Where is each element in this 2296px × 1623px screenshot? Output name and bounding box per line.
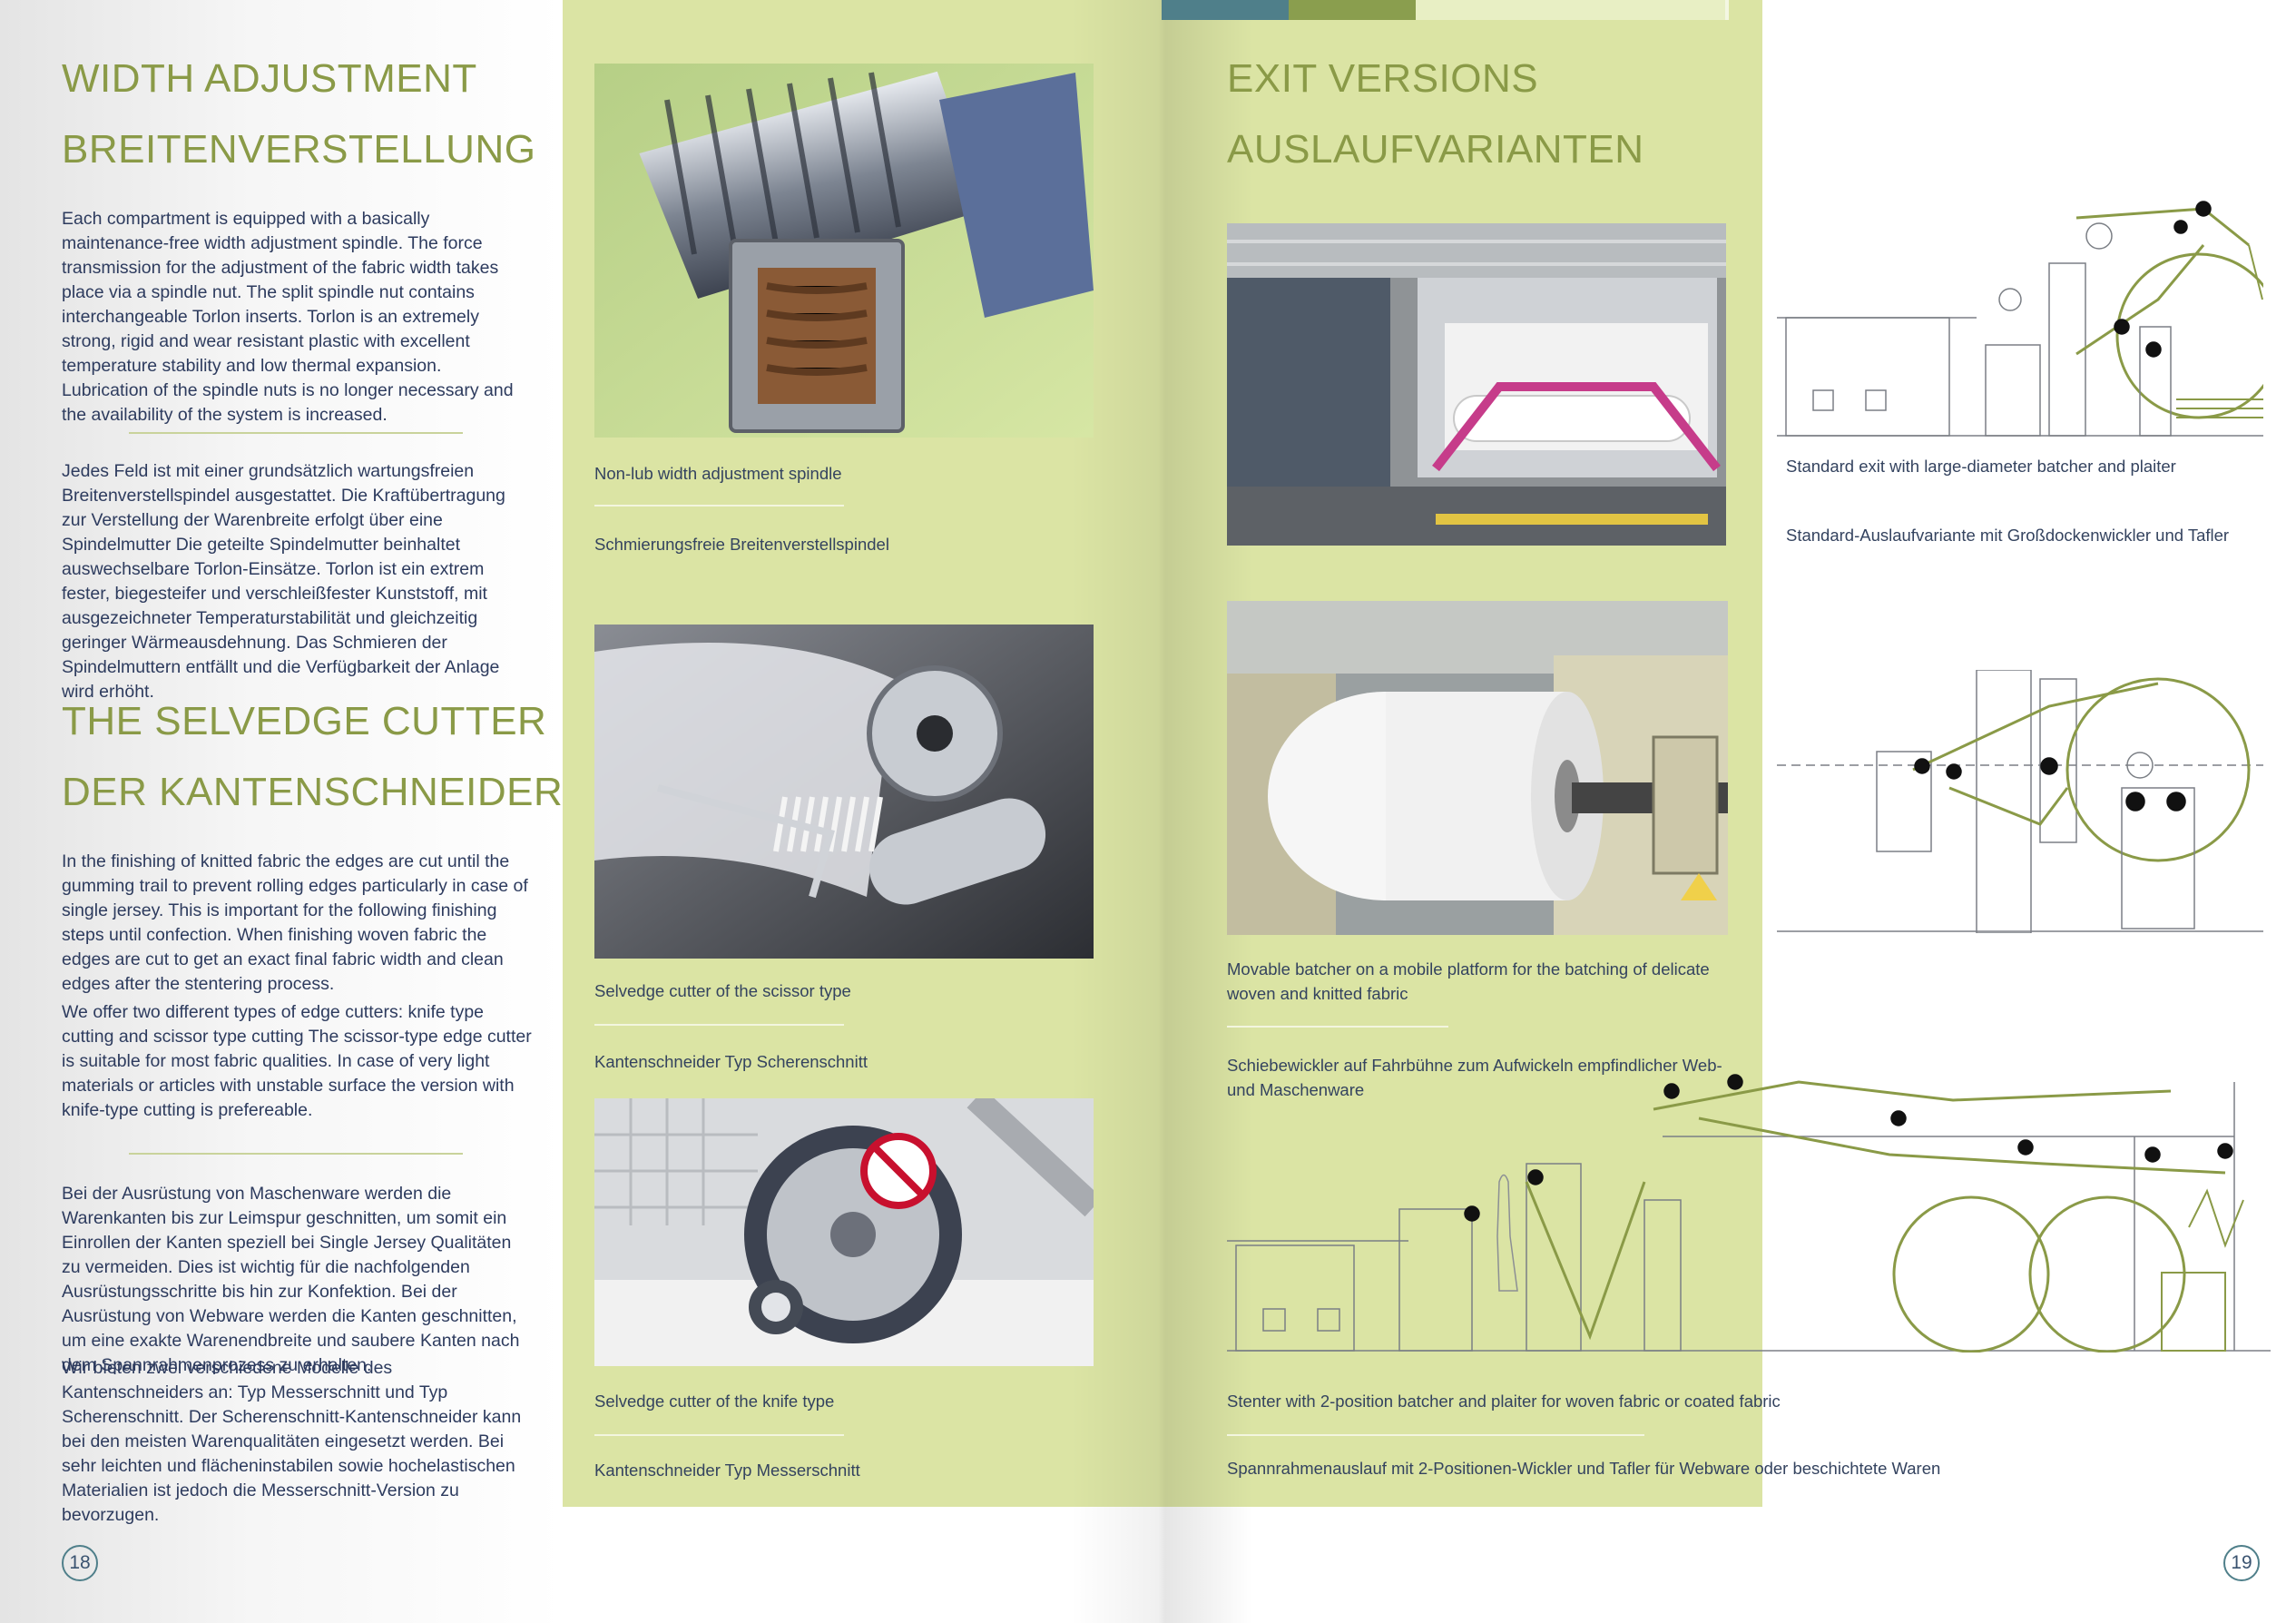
batcher-caption-en: Movable batcher on a mobile platform for…	[1227, 959, 1710, 1003]
tab-blue	[1162, 0, 1289, 20]
scissor-cutter-photo	[594, 625, 1094, 959]
width-heading-de: BREITENVERSTELLUNG	[62, 127, 536, 172]
page-number-left: 18	[62, 1545, 98, 1581]
caption-divider-5	[1227, 1434, 1644, 1436]
caption-divider-2	[594, 1024, 844, 1026]
scissor-caption-en: Selvedge cutter of the scissor type	[594, 981, 851, 1000]
selvedge-text-en-1: In the finishing of knitted fabric the e…	[62, 851, 528, 994]
roll-batcher-photo	[1227, 601, 1728, 935]
selvedge-heading-de: DER KANTENSCHNEIDER	[62, 770, 564, 814]
stenter-caption-en: Stenter with 2-position batcher and plai…	[1227, 1392, 1781, 1411]
spindle-caption-de: Schmierungsfreie Breitenverstellspindel	[594, 535, 889, 554]
standard-exit-caption-en: Standard exit with large-diameter batche…	[1786, 457, 2176, 476]
caption-divider-1	[594, 505, 844, 507]
selvedge-text-en-2: We offer two different types of edge cut…	[62, 1002, 532, 1120]
selvedge-text-de-2: Wir bieten zwei verschiedene Modelle des…	[62, 1358, 522, 1525]
exit-heading-en: EXIT VERSIONS	[1227, 56, 1539, 101]
knife-cutter-photo	[594, 1098, 1094, 1366]
knife-caption-en: Selvedge cutter of the knife type	[594, 1392, 835, 1411]
divider-1	[129, 432, 463, 434]
exit-heading-de: AUSLAUFVARIANTEN	[1227, 127, 1644, 172]
scissor-caption-de: Kantenschneider Typ Scherenschnitt	[594, 1052, 868, 1071]
width-heading-en: WIDTH ADJUSTMENT	[62, 56, 477, 101]
tab-green	[1289, 0, 1416, 20]
tab-light	[1416, 0, 1729, 20]
selvedge-heading-en: THE SELVEDGE CUTTER	[62, 699, 547, 743]
batcher-machine-drawing	[1777, 670, 2263, 933]
caption-divider-3	[594, 1434, 844, 1436]
factory-hall-photo	[1227, 223, 1726, 546]
caption-divider-4	[1227, 1026, 1448, 1028]
spindle-photo	[594, 64, 1094, 438]
page-number-right: 19	[2223, 1545, 2260, 1581]
spindle-caption-en: Non-lub width adjustment spindle	[594, 464, 842, 483]
width-text-en: Each compartment is equipped with a basi…	[62, 209, 514, 425]
divider-2	[129, 1153, 463, 1155]
stenter-line-drawing	[1227, 1064, 2271, 1352]
knife-caption-de: Kantenschneider Typ Messerschnitt	[594, 1461, 860, 1480]
selvedge-text-de-1: Bei der Ausrüstung von Maschenware werde…	[62, 1184, 520, 1375]
left-page-background	[0, 0, 563, 1623]
stenter-caption-de: Spannrahmenauslauf mit 2-Positionen-Wick…	[1227, 1459, 1941, 1478]
standard-exit-caption-de: Standard-Auslaufvariante mit Großdockenw…	[1786, 526, 2230, 545]
batcher-caption-de: Schiebewickler auf Fahrbühne zum Aufwick…	[1227, 1056, 1722, 1099]
standard-exit-drawing	[1777, 191, 2263, 438]
width-text-de: Jedes Feld ist mit einer grundsätzlich w…	[62, 461, 505, 702]
